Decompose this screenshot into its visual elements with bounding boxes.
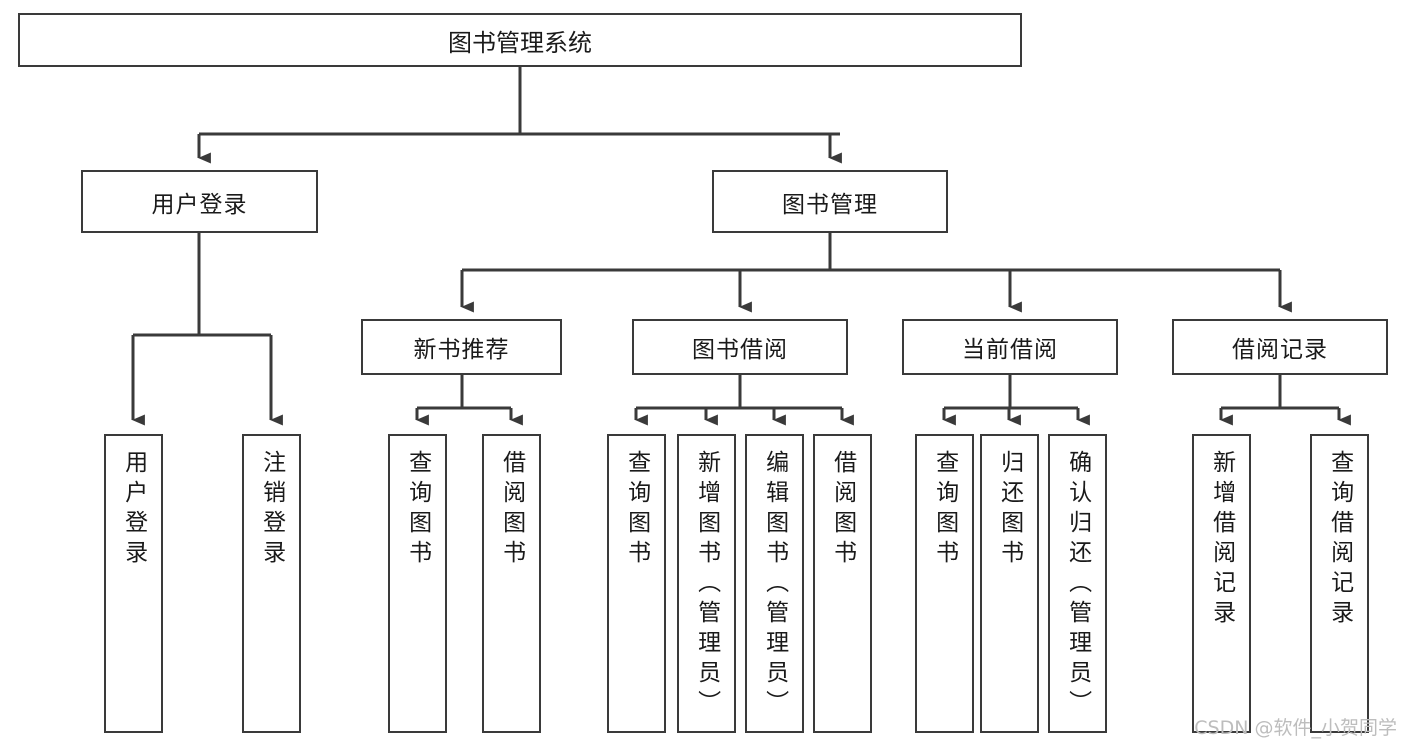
leaf-query-borrow-record[interactable]: 查询借阅记录 (1310, 434, 1369, 733)
node-label: 查询图书 (931, 450, 958, 570)
node-label: 用户登录 (151, 191, 248, 218)
node-label: 借阅记录 (1232, 337, 1328, 363)
leaf-edit-book-admin[interactable]: 编辑图书（管理员） (745, 434, 804, 733)
node-label: 注销登录 (258, 450, 285, 570)
node-root-system[interactable]: 图书管理系统 (18, 13, 1022, 67)
leaf-return-book[interactable]: 归还图书 (980, 434, 1039, 733)
node-label: 查询图书 (623, 450, 650, 570)
node-label: 编辑图书（管理员） (761, 450, 788, 720)
node-label: 借阅图书 (829, 450, 856, 570)
node-label: 当前借阅 (962, 337, 1058, 363)
node-book-borrow[interactable]: 图书借阅 (632, 319, 848, 375)
node-book-management[interactable]: 图书管理 (712, 170, 948, 233)
leaf-borrow-book[interactable]: 借阅图书 (813, 434, 872, 733)
node-label: 新增借阅记录 (1208, 450, 1235, 630)
node-label: 确认归还（管理员） (1064, 450, 1091, 720)
leaf-add-borrow-record[interactable]: 新增借阅记录 (1192, 434, 1251, 733)
node-label: 图书管理系统 (448, 28, 592, 57)
node-user-login[interactable]: 用户登录 (81, 170, 318, 233)
node-label: 图书管理 (782, 191, 878, 218)
node-label: 查询图书 (404, 450, 431, 570)
leaf-borrow-book-recommend[interactable]: 借阅图书 (482, 434, 541, 733)
node-current-borrow[interactable]: 当前借阅 (902, 319, 1118, 375)
node-label: 新书推荐 (413, 337, 510, 363)
node-borrow-records[interactable]: 借阅记录 (1172, 319, 1388, 375)
leaf-logout[interactable]: 注销登录 (242, 434, 301, 733)
node-label: 归还图书 (996, 450, 1023, 570)
leaf-query-book-borrow[interactable]: 查询图书 (607, 434, 666, 733)
node-label: 借阅图书 (498, 450, 525, 570)
leaf-user-login[interactable]: 用户登录 (104, 434, 163, 733)
leaf-confirm-return-admin[interactable]: 确认归还（管理员） (1048, 434, 1107, 733)
node-label: 查询借阅记录 (1326, 450, 1353, 630)
node-label: 图书借阅 (692, 337, 788, 363)
node-new-book-recommend[interactable]: 新书推荐 (361, 319, 562, 375)
leaf-add-book-admin[interactable]: 新增图书（管理员） (677, 434, 736, 733)
leaf-query-book-current[interactable]: 查询图书 (915, 434, 974, 733)
leaf-query-book-recommend[interactable]: 查询图书 (388, 434, 447, 733)
node-label: 用户登录 (120, 450, 147, 570)
node-label: 新增图书（管理员） (693, 450, 720, 720)
